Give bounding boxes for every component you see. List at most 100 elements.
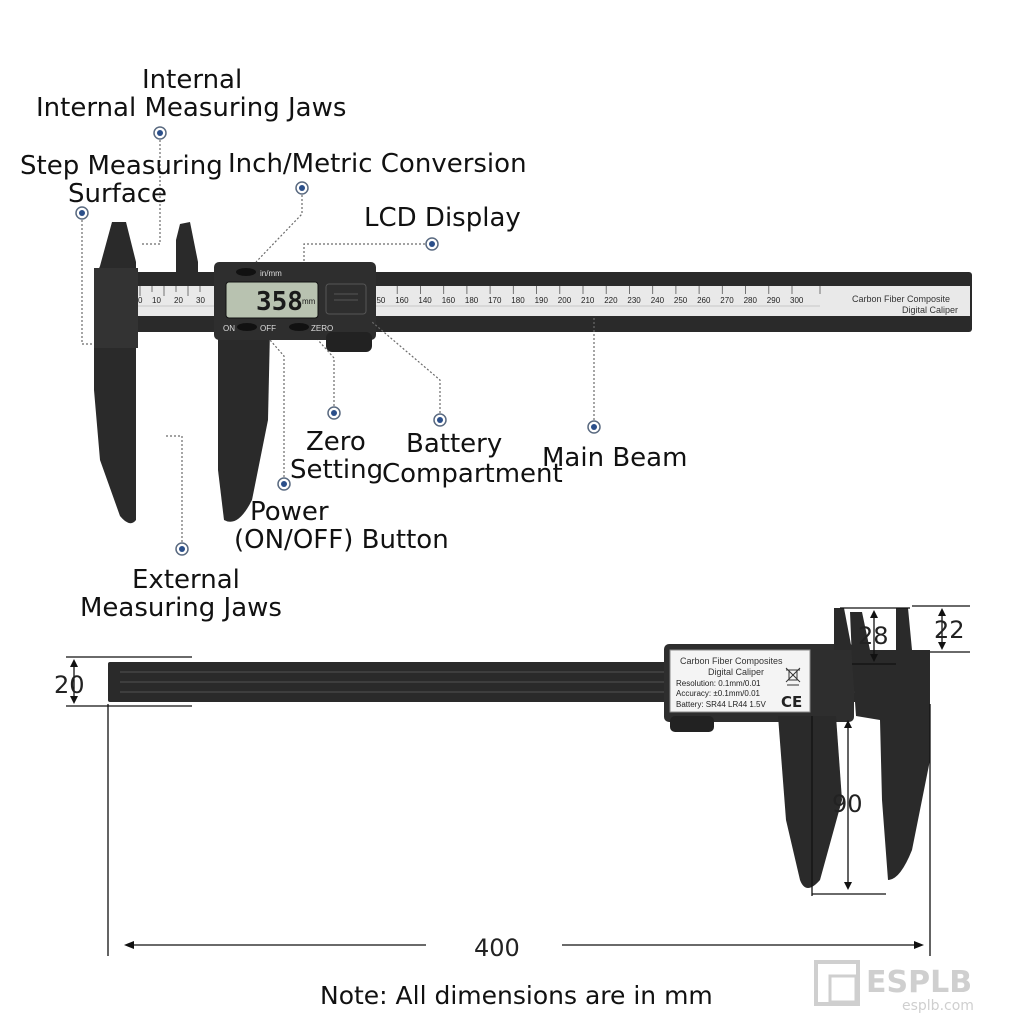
scale-tick-label: 160 <box>395 296 409 305</box>
lead-lcd <box>303 243 425 262</box>
lcd-value: 358 <box>256 287 303 317</box>
logo-url: esplb.com <box>902 998 974 1014</box>
dot-main-beam <box>587 420 601 434</box>
lcd-unit: mm <box>302 297 316 306</box>
dim-upper-jaw <box>912 605 970 653</box>
dimensions-note: Note: All dimensions are in mm <box>320 981 713 1010</box>
slider-lower-jaw <box>218 330 270 522</box>
dot-external-jaws <box>175 542 189 556</box>
label-step-2: Surface <box>68 179 167 209</box>
bin-icon <box>785 667 801 686</box>
scale-tick-label: 200 <box>558 296 572 305</box>
dot-lcd <box>425 237 439 251</box>
label-power-1: Power <box>250 497 329 527</box>
side-movable-jaw <box>778 716 842 888</box>
scale-tick-label: 210 <box>581 296 595 305</box>
label-battery-1: Battery <box>406 429 502 459</box>
dim-thickness-value: 20 <box>54 671 85 699</box>
lead-power <box>269 339 285 477</box>
side-upper-jaw <box>834 608 852 650</box>
logo-name: ESPLB <box>866 965 972 1000</box>
label-step-1: Step Measuring <box>20 151 223 181</box>
scale-tick-label: 140 <box>418 296 432 305</box>
label-external-1: External <box>132 565 240 595</box>
battery-cover <box>325 283 367 315</box>
side-upper-jaw-2 <box>896 608 912 650</box>
plate-line-1: Carbon Fiber Composites <box>680 656 783 666</box>
side-thumb-wheel <box>670 716 714 732</box>
ce-mark: CE <box>781 693 802 711</box>
scale-tick-label: 300 <box>790 296 804 305</box>
off-label: OFF <box>260 324 276 333</box>
fixed-jaw <box>94 222 136 524</box>
label-external-2: Measuring Jaws <box>80 593 282 623</box>
beam-text-2: Digital Caliper <box>902 305 958 315</box>
plate-line-4: Accuracy: ±0.1mm/0.01 <box>676 689 761 698</box>
dim-jaw-depth-value: 90 <box>832 790 863 818</box>
scale-tick-label: 190 <box>535 296 549 305</box>
fixed-jaw-step <box>94 268 138 348</box>
lead-external-jaws <box>164 435 183 542</box>
label-lcd: LCD Display <box>364 203 521 233</box>
dot-power <box>277 477 291 491</box>
label-power-2: (ON/OFF) Button <box>234 525 449 555</box>
zero-label: ZERO <box>311 324 333 333</box>
label-zero-2: Setting <box>290 455 383 485</box>
label-internal-1: Internal <box>142 65 242 95</box>
lead-inch-metric <box>255 195 303 263</box>
plate-line-5: Battery: SR44 LR44 1.5V <box>676 700 766 709</box>
dim-thickness <box>66 656 192 707</box>
left-scale-30: 30 <box>196 296 205 305</box>
dot-inch-metric <box>295 181 309 195</box>
lcd-display <box>225 281 319 319</box>
dim-upper-jaw-value: 22 <box>934 616 965 644</box>
label-battery-2: Compartment <box>382 459 563 489</box>
dot-battery <box>433 413 447 427</box>
scale-tick-label: 180 <box>465 296 479 305</box>
inch-metric-label: in/mm <box>260 269 282 278</box>
scale-tick-label: 240 <box>651 296 665 305</box>
left-scale-10: 10 <box>152 296 161 305</box>
scale-tick-label: 260 <box>697 296 711 305</box>
scale-tick-label: 250 <box>674 296 688 305</box>
scale-tick-label: 290 <box>767 296 781 305</box>
label-zero-1: Zero <box>306 427 366 457</box>
dim-length-value: 400 <box>474 934 520 962</box>
scale-tick-label: 150 <box>372 296 386 305</box>
thumb-wheel <box>326 332 372 352</box>
scale-tick-label: 160 <box>442 296 456 305</box>
esplb-logo: ESPLB esplb.com <box>814 960 974 1014</box>
scale-tick-label: 220 <box>604 296 618 305</box>
plate-line-2: Digital Caliper <box>708 667 764 677</box>
left-scale-0: 0 <box>138 296 143 305</box>
label-main-beam: Main Beam <box>542 443 687 473</box>
scale-tick-label: 230 <box>627 296 641 305</box>
lead-battery <box>371 321 441 413</box>
dim-inner-jaw <box>840 607 910 665</box>
plate-line-3: Resolution: 0.1mm/0.01 <box>676 679 761 688</box>
label-inch-metric: Inch/Metric Conversion <box>228 149 527 179</box>
dim-length <box>107 704 931 956</box>
dot-step-surface <box>75 206 89 220</box>
scale-tick-label: 280 <box>744 296 758 305</box>
left-scale-20: 20 <box>174 296 183 305</box>
lead-zero <box>317 339 335 406</box>
scale-tick-label: 180 <box>511 296 525 305</box>
dot-zero <box>327 406 341 420</box>
lead-internal-jaws <box>140 140 161 245</box>
power-button[interactable] <box>237 323 257 331</box>
zero-button[interactable] <box>289 323 309 331</box>
label-internal-2: Internal Measuring Jaws <box>36 93 346 123</box>
on-label: ON <box>223 324 235 333</box>
scale-tick-label: 270 <box>720 296 734 305</box>
inch-metric-button[interactable] <box>236 268 256 276</box>
dim-jaw-depth <box>811 716 886 896</box>
left-scale-labels: 0 10 20 30 <box>138 296 205 305</box>
side-fixed-jaw <box>850 612 930 880</box>
dot-internal-jaws <box>153 126 167 140</box>
dim-inner-jaw-value: 28 <box>858 622 889 650</box>
lead-step-surface <box>81 220 94 345</box>
slider-upper-jaw <box>176 222 198 272</box>
